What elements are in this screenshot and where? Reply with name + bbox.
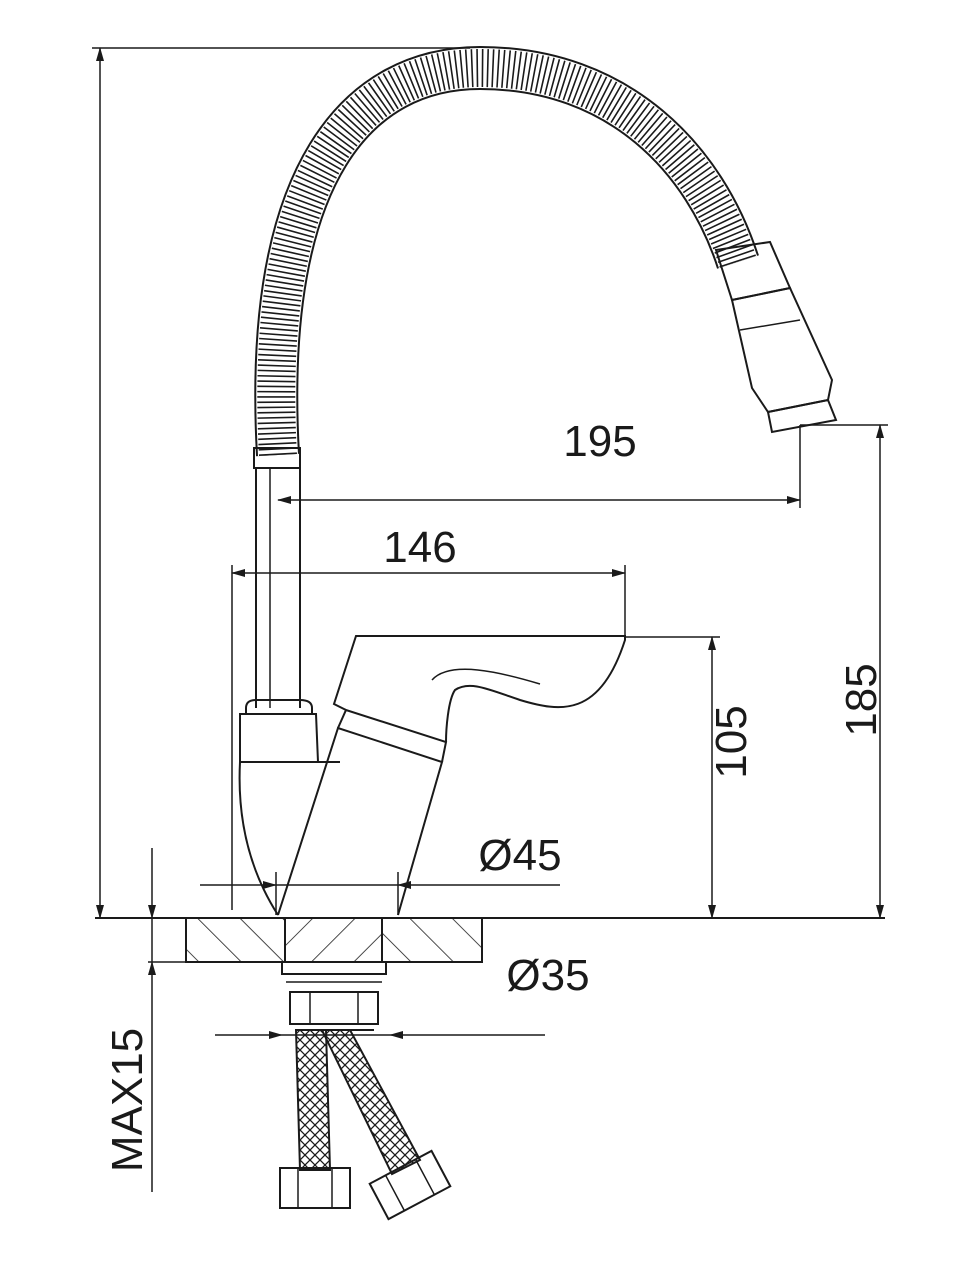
handle-reach-label: 146: [383, 523, 456, 572]
flexible-spout: [254, 45, 759, 457]
overall-height-dimension: [92, 47, 470, 919]
deck-thickness-dimension: MAX15: [103, 848, 156, 1192]
base-diameter-dimension: Ø45: [200, 831, 562, 915]
spout-height-label: 185: [837, 663, 886, 736]
deck-thickness-label: MAX15: [103, 1028, 152, 1172]
handle-height-dimension: 105: [625, 636, 756, 919]
spout-height-dimension: 185: [837, 424, 886, 919]
spout-reach-label: 195: [563, 417, 636, 466]
spray-head: [714, 240, 838, 434]
handle-reach-dimension: 146: [231, 523, 626, 910]
mounting-fitting: [281, 961, 387, 1031]
faucet-body: [238, 447, 626, 916]
base-diameter-label: Ø45: [478, 831, 561, 880]
handle-height-label: 105: [707, 705, 756, 778]
deck-section: [95, 917, 885, 963]
supply-hoses: [279, 1029, 452, 1221]
spout-reach-dimension: 195: [277, 417, 888, 508]
mount-diameter-label: Ø35: [506, 951, 589, 1000]
mount-diameter-dimension: Ø35: [215, 951, 590, 1039]
